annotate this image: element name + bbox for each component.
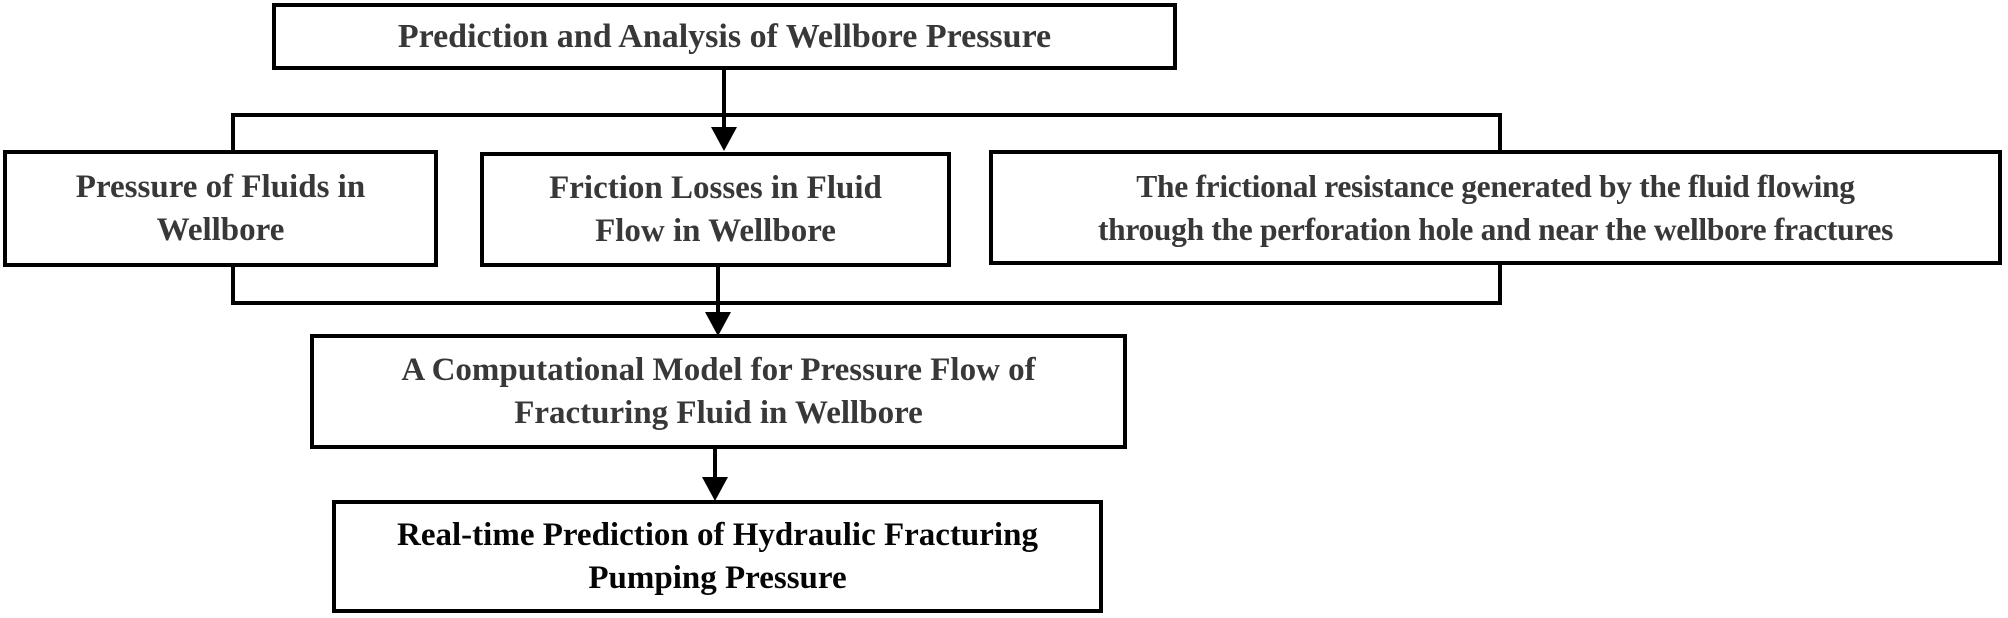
node-fluid-pressure: Pressure of Fluids in Wellbore [3,150,438,267]
node-friction-losses: Friction Losses in Fluid Flow in Wellbor… [480,152,951,267]
node-prediction-analysis: Prediction and Analysis of Wellbore Pres… [272,3,1177,70]
arrow-down-factors-to-model [705,265,731,336]
split-bracket [231,113,1502,152]
node-label: Real-time Prediction of Hydraulic Fractu… [397,516,1038,596]
arrow-down-model-to-result [702,447,728,501]
node-perforation-friction: The frictional resistance generated by t… [989,150,2002,265]
merge-bracket [231,263,1502,305]
node-label: A Computational Model for Pressure Flow … [401,351,1036,431]
node-label: Prediction and Analysis of Wellbore Pres… [397,18,1052,55]
node-realtime-prediction: Real-time Prediction of Hydraulic Fractu… [332,500,1103,613]
node-computational-model: A Computational Model for Pressure Flow … [310,334,1127,449]
node-label: The frictional resistance generated by t… [1097,168,1894,247]
arrow-down-root-to-factors [711,68,737,151]
node-label: Pressure of Fluids in Wellbore [75,168,366,248]
node-label: Friction Losses in Fluid Flow in Wellbor… [549,169,882,249]
